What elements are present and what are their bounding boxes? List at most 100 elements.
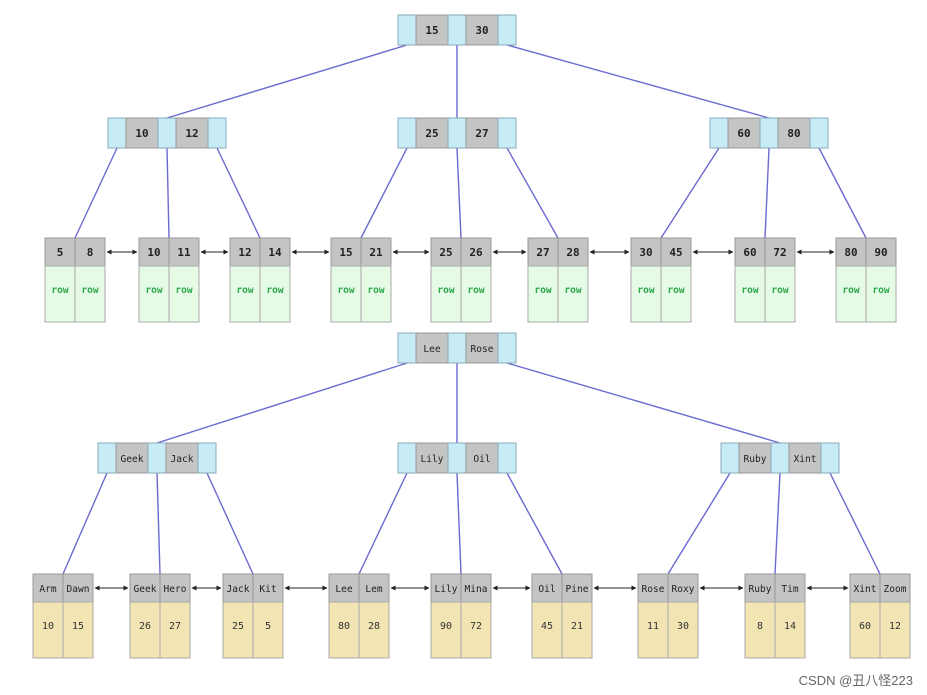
leaf-key-label: Roxy (672, 584, 695, 595)
key-label: Xint (794, 454, 817, 465)
leaf-content-cell (159, 601, 191, 659)
leaf-key-label: Mina (465, 584, 488, 595)
key-cell (465, 332, 499, 364)
tree-edge (62, 472, 108, 575)
leaf-key-label: Kit (259, 584, 276, 595)
leaf-content-label: 15 (72, 621, 84, 632)
leaf-content-cell (360, 265, 392, 323)
key-label: 80 (787, 127, 800, 140)
leaf-key-cell (74, 237, 106, 267)
secondary-internal-node: Lily Oil (397, 442, 517, 474)
leaf-key-label: 80 (844, 246, 857, 259)
pointer-cell (97, 442, 117, 474)
leaf-content-cell (460, 601, 492, 659)
secondary-internal-node: Ruby Xint (720, 442, 840, 474)
leaf-content-label: 80 (338, 621, 350, 632)
pointer-cell (447, 14, 467, 46)
key-label: Ruby (744, 454, 767, 465)
leaf-content-label: 14 (784, 621, 796, 632)
leaf-key-label: Lee (335, 584, 352, 595)
leaf-content-label: 12 (889, 621, 901, 632)
leaf-key-cell (138, 237, 170, 267)
key-label: Lee (423, 344, 440, 355)
leaf-content-label: row (367, 285, 384, 296)
leaf-content-label: row (467, 285, 484, 296)
pointer-cell (147, 442, 167, 474)
leaf-key-label: 12 (238, 246, 251, 259)
pointer-cell (820, 442, 840, 474)
leaf-content-cell (879, 601, 911, 659)
tree-edge (660, 147, 720, 239)
tree-edge (456, 147, 462, 239)
pointer-cell (397, 442, 417, 474)
leaf-key-label: Zoom (884, 584, 907, 595)
leaf-key-cell (360, 237, 392, 267)
leaf-content-cell (62, 601, 94, 659)
leaf-content-label: 72 (470, 621, 482, 632)
key-label: 25 (425, 127, 438, 140)
key-label: Lily (421, 454, 444, 465)
leaf-content-cell (168, 265, 200, 323)
leaf-content-cell (460, 265, 492, 323)
leaf-content-label: row (81, 285, 98, 296)
leaf-content-label: row (534, 285, 551, 296)
tree-edge (358, 472, 408, 575)
key-cell (777, 117, 811, 149)
leaf-key-cell (531, 573, 563, 603)
pointer-cell (397, 332, 417, 364)
leaf-content-cell (358, 601, 390, 659)
tree-edge (206, 472, 254, 575)
leaf-content-label: 5 (265, 621, 271, 632)
key-cell (115, 442, 149, 474)
key-label: Oil (473, 454, 490, 465)
leaf-content-label: 8 (757, 621, 763, 632)
leaf-content-cell (865, 265, 897, 323)
leaf-key-label: 21 (369, 246, 383, 259)
key-cell (465, 117, 499, 149)
leaf-content-cell (637, 601, 669, 659)
leaf-content-cell (774, 601, 806, 659)
leaf-content-label: 10 (42, 621, 54, 632)
leaf-content-cell (557, 265, 589, 323)
tree-edge (506, 44, 770, 119)
tree-edge (360, 147, 408, 239)
leaf-content-cell (764, 265, 796, 323)
leaf-content-label: 21 (571, 621, 583, 632)
pointer-cell (447, 117, 467, 149)
key-cell (465, 442, 499, 474)
leaf-key-cell (229, 237, 261, 267)
leaf-content-label: row (872, 285, 889, 296)
leaf-key-cell (744, 573, 776, 603)
pointer-cell (157, 117, 177, 149)
leaf-key-cell (879, 573, 911, 603)
leaf-key-cell (259, 237, 291, 267)
key-label: Rose (471, 344, 494, 355)
tree-edge (667, 472, 731, 575)
leaf-content-cell (849, 601, 881, 659)
leaf-content-label: 26 (139, 621, 151, 632)
leaf-content-label: 90 (440, 621, 452, 632)
leaf-content-label: row (842, 285, 859, 296)
leaf-key-label: Arm (39, 584, 56, 595)
tree-edge (506, 472, 563, 575)
leaf-content-label: row (667, 285, 684, 296)
leaf-content-cell (259, 265, 291, 323)
leaf-content-label: 30 (677, 621, 689, 632)
leaf-key-cell (168, 237, 200, 267)
leaf-key-cell (460, 237, 492, 267)
leaf-key-label: Lem (365, 584, 382, 595)
leaf-key-cell (430, 237, 462, 267)
pointer-cell (497, 332, 517, 364)
leaf-key-label: 30 (639, 246, 652, 259)
leaf-content-cell (44, 265, 76, 323)
leaf-content-label: row (564, 285, 581, 296)
